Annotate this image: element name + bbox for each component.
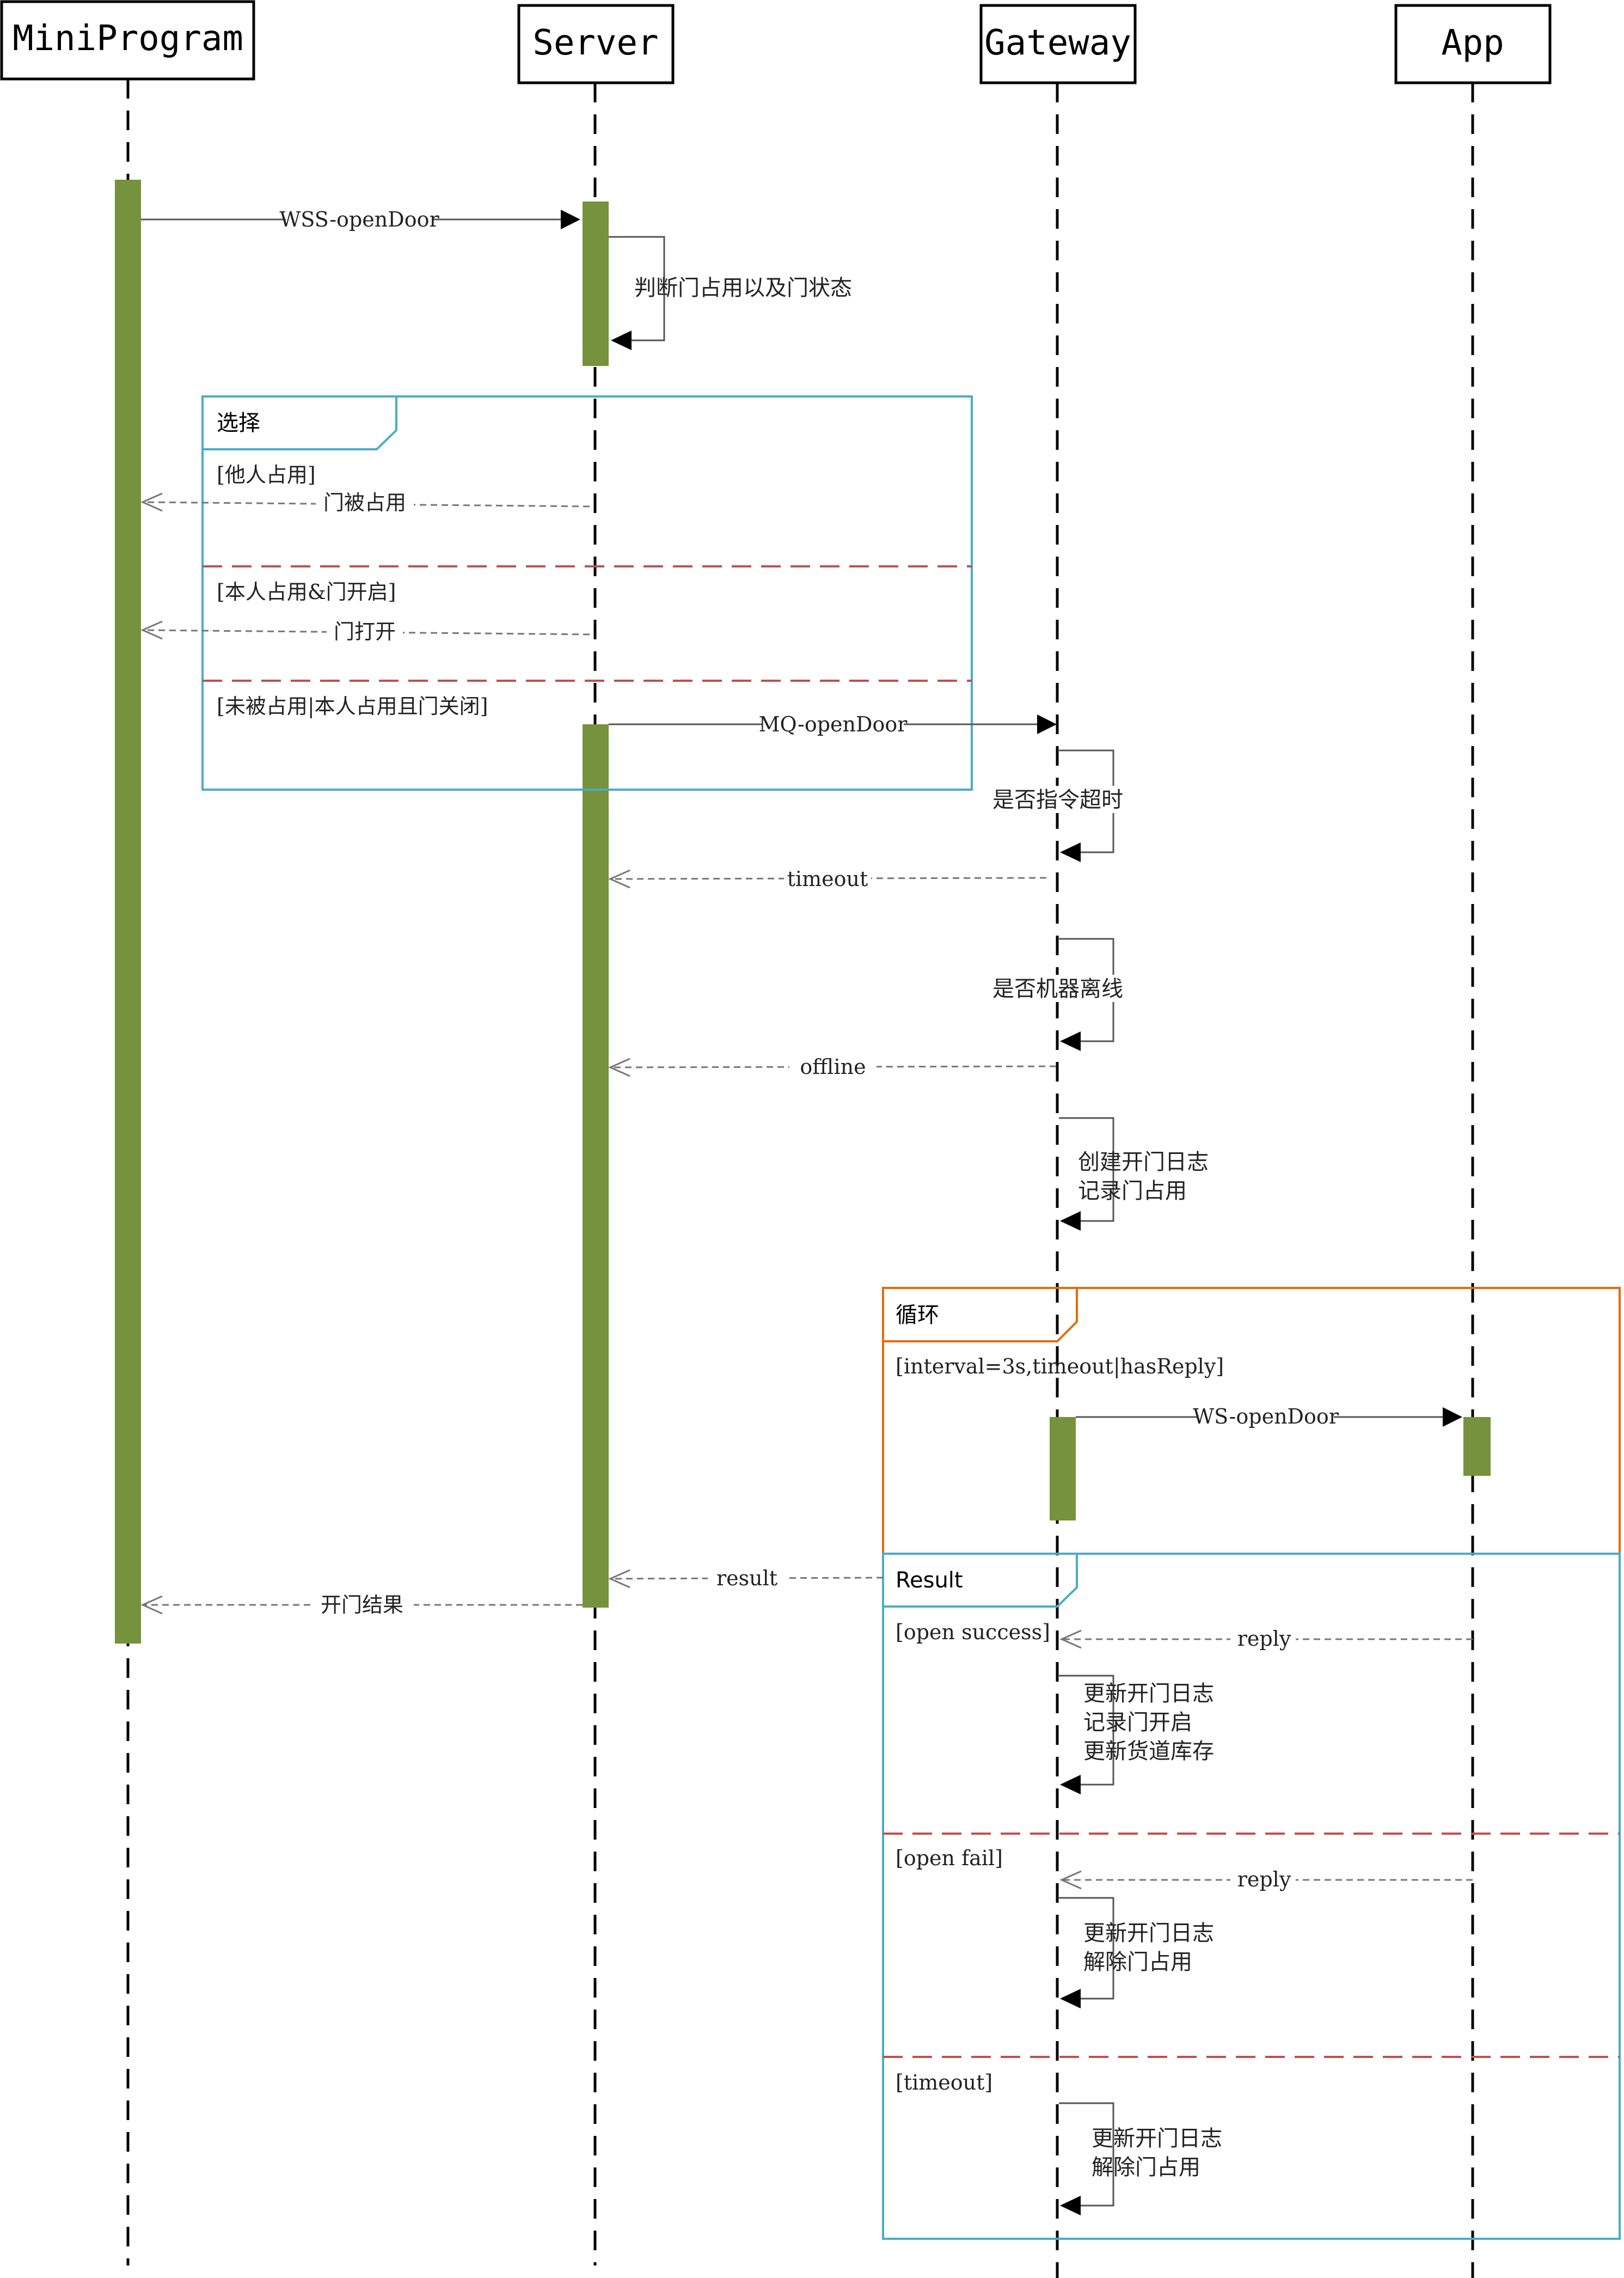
msg-reply-success-label: reply <box>1237 1627 1291 1651</box>
participant-miniprogram-label: MiniProgram <box>13 19 243 59</box>
msg-reply-fail-label: reply <box>1237 1867 1291 1891</box>
msg-offline-label: offline <box>800 1055 866 1079</box>
self-msg-success-line3: 更新货道库存 <box>1083 1739 1214 1764</box>
msg-reply-fail: reply <box>1059 1867 1473 1891</box>
participant-server: Server <box>517 4 675 84</box>
msg-ws-open-door: WS-openDoor <box>1076 1404 1462 1428</box>
participant-gateway-label: Gateway <box>984 23 1131 63</box>
self-msg-timeout-update: 更新开门日志 解除门占用 <box>1059 2102 1222 2215</box>
msg-mq-open-door: MQ-openDoor <box>609 712 1057 736</box>
alt-guard-not-occupied: [未被占用|本人占用且门关闭] <box>217 694 488 718</box>
msg-wss-open-door-label: WSS-openDoor <box>279 207 439 231</box>
alt-frame-title: 选择 <box>217 411 260 436</box>
activation-server-check <box>583 201 609 366</box>
self-msg-fail-line2: 解除门占用 <box>1083 1950 1192 1975</box>
self-msg-create-log: 创建开门日志 记录门占用 <box>1059 1117 1209 1231</box>
msg-timeout: timeout <box>608 867 1047 891</box>
msg-door-occupied-label: 门被占用 <box>323 491 406 515</box>
activation-miniprogram <box>115 180 141 1644</box>
activation-app <box>1463 1417 1491 1476</box>
participant-server-label: Server <box>532 23 658 63</box>
msg-result: result <box>608 1566 884 1590</box>
self-msg-cmd-timeout: 是否指令超时 <box>984 749 1131 862</box>
self-msg-fail-line1: 更新开门日志 <box>1083 1921 1214 1946</box>
msg-result-label: result <box>716 1566 777 1590</box>
participant-app-label: App <box>1441 23 1504 63</box>
msg-open-result: 开门结果 <box>140 1593 583 1617</box>
self-msg-timeout-line1: 更新开门日志 <box>1092 2126 1222 2151</box>
msg-door-open-label: 门打开 <box>334 620 396 644</box>
self-msg-cmd-timeout-label: 是否指令超时 <box>992 787 1123 813</box>
result-frame: Result [open success] [open fail] [timeo… <box>882 1553 1621 2240</box>
self-msg-machine-offline: 是否机器离线 <box>984 938 1131 1051</box>
self-msg-machine-offline-label: 是否机器离线 <box>992 976 1123 1001</box>
msg-timeout-label: timeout <box>787 867 868 891</box>
msg-door-open: 门打开 <box>140 620 590 644</box>
self-msg-check-door: 判断门占用以及门状态 <box>609 236 852 350</box>
self-msg-create-log-line1: 创建开门日志 <box>1078 1150 1209 1175</box>
result-frame-title: Result <box>896 1568 963 1593</box>
self-msg-fail-update: 更新开门日志 解除门占用 <box>1059 1897 1214 2008</box>
self-msg-success-update: 更新开门日志 记录门开启 更新货道库存 <box>1059 1675 1214 1794</box>
result-guard-success: [open success] <box>896 1620 1050 1644</box>
participant-app: App <box>1394 4 1552 84</box>
self-msg-create-log-line2: 记录门占用 <box>1078 1178 1187 1204</box>
self-msg-success-line1: 更新开门日志 <box>1083 1681 1214 1706</box>
loop-frame-title: 循环 <box>896 1303 939 1328</box>
alt-guard-self-open: [本人占用&门开启] <box>217 580 396 604</box>
msg-door-occupied: 门被占用 <box>140 491 590 515</box>
loop-guard: [interval=3s,timeout|hasReply] <box>896 1354 1224 1378</box>
alt-guard-other-occupied: [他人占用] <box>217 463 316 487</box>
participant-miniprogram: MiniProgram <box>0 0 255 81</box>
msg-open-result-label: 开门结果 <box>321 1593 403 1617</box>
msg-offline: offline <box>608 1055 1057 1079</box>
self-msg-timeout-line2: 解除门占用 <box>1092 2155 1200 2180</box>
activation-server-main <box>583 724 609 1608</box>
self-msg-check-door-label: 判断门占用以及门状态 <box>634 276 852 301</box>
activation-gateway-loop <box>1050 1417 1076 1520</box>
self-msg-success-line2: 记录门开启 <box>1083 1710 1192 1735</box>
msg-reply-success: reply <box>1059 1627 1473 1651</box>
result-guard-timeout: [timeout] <box>896 2071 992 2094</box>
msg-mq-open-door-label: MQ-openDoor <box>759 712 908 736</box>
participant-gateway: Gateway <box>979 4 1137 84</box>
alt-frame: 选择 [他人占用] [本人占用&门开启] [未被占用|本人占用且门关闭] <box>201 395 973 791</box>
msg-wss-open-door: WSS-openDoor <box>141 207 580 231</box>
result-guard-fail: [open fail] <box>896 1846 1003 1870</box>
msg-ws-open-door-label: WS-openDoor <box>1193 1404 1339 1428</box>
